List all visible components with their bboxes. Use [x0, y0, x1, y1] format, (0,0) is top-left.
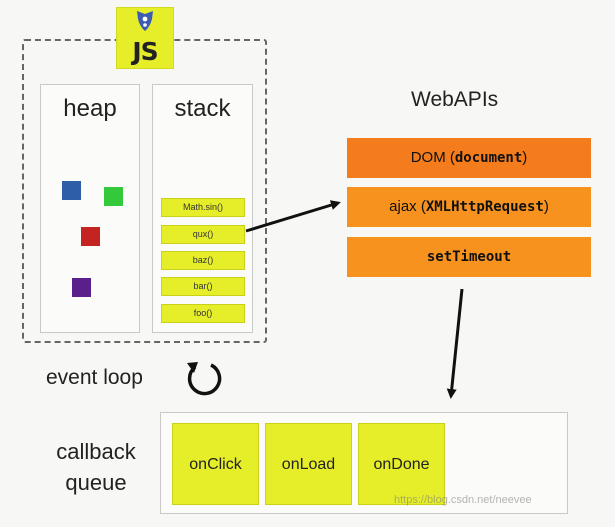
stack-frame-bar: bar() [161, 277, 245, 296]
stack-title: stack [174, 95, 231, 122]
arrow-webapis-to-queue [446, 288, 464, 399]
webapi-ajax-suffix: ) [543, 198, 549, 215]
callback-onload: onLoad [265, 423, 352, 505]
webapi-ajax-prefix: ajax ( [389, 198, 426, 215]
heap-object-blue [62, 181, 81, 200]
heap-title: heap [63, 95, 117, 122]
stack-frame-foo: foo() [161, 304, 245, 323]
callback-onclick: onClick [172, 423, 259, 505]
webapi-settimeout-code: setTimeout [426, 249, 512, 265]
stack-frame-qux: qux() [161, 225, 245, 244]
circular-arrow-icon [187, 362, 222, 396]
webapi-ajax-xmlhttprequest: ajax (XMLHttpRequest) [347, 187, 591, 227]
js-logo-text: JS [132, 37, 158, 66]
callback-ondone: onDone [358, 423, 445, 505]
callback-queue-label-line1: callback [56, 439, 136, 464]
event-loop-label: event loop [46, 366, 143, 389]
heap-object-purple [72, 278, 91, 297]
stack-frame-math-sin: Math.sin() [161, 198, 245, 217]
arrow-stack-to-webapis [245, 200, 341, 233]
webapi-dom-prefix: DOM ( [410, 149, 455, 166]
callback-queue-box: onClick onLoad onDone [160, 412, 568, 514]
webapi-dom-document: DOM (document) [347, 138, 591, 178]
js-logo: JS [117, 8, 173, 68]
js-shield-icon [137, 11, 153, 31]
heap-panel: heap [40, 84, 140, 333]
webapis-title: WebAPIs [411, 88, 499, 111]
callback-queue-label-line2: queue [65, 470, 127, 495]
webapi-dom-suffix: ) [522, 149, 528, 166]
heap-object-green [104, 187, 123, 206]
webapi-ajax-code: XMLHttpRequest [425, 199, 544, 215]
watermark-text: https://blog.csdn.net/neevee [394, 494, 532, 506]
stack-frame-baz: baz() [161, 251, 245, 270]
heap-object-red [81, 227, 100, 246]
stack-panel: stack Math.sin() qux() baz() bar() foo() [152, 84, 253, 333]
webapi-settimeout: setTimeout [347, 237, 591, 277]
callback-queue-label: callback queue [48, 436, 144, 498]
webapi-dom-code: document [454, 150, 523, 166]
